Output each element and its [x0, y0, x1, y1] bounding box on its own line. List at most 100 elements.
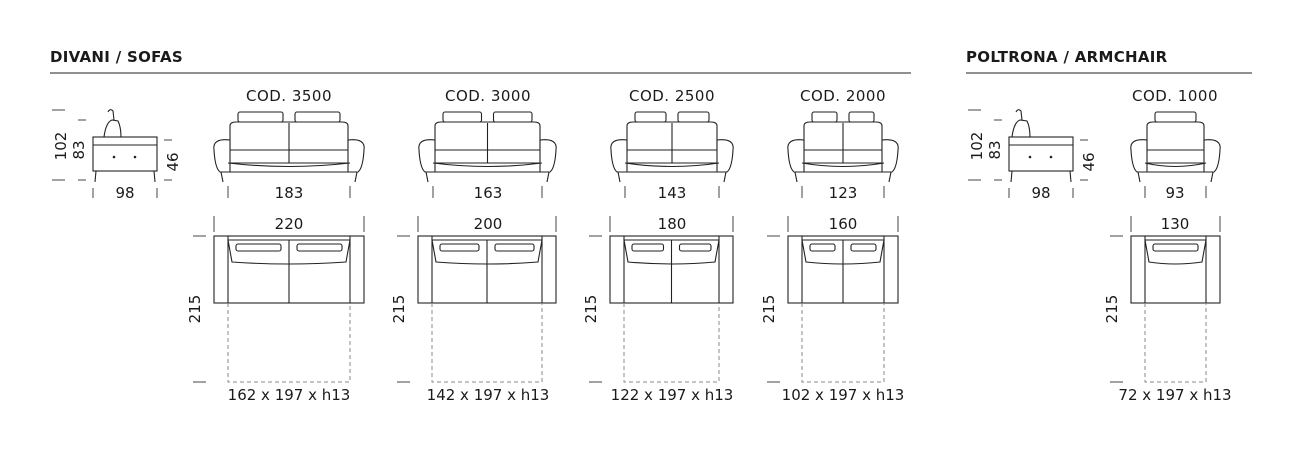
leg	[888, 171, 892, 183]
headrest	[237, 111, 284, 123]
bed-size-label: 142 x 197 x h13	[427, 386, 550, 404]
model-5: COD. 1000	[1110, 87, 1221, 383]
headrest	[634, 111, 667, 123]
front-view	[787, 111, 899, 183]
bed-outline	[227, 303, 351, 383]
leg	[617, 171, 621, 183]
armchair-side-seat-height: 46	[1080, 152, 1098, 171]
front-view	[213, 111, 365, 183]
model-3: COD. 2500	[589, 87, 734, 383]
leg	[1210, 171, 1214, 183]
sofa-side-depth: 98	[115, 184, 134, 202]
model-code: COD. 3000	[445, 87, 531, 105]
total-width-label: 160	[829, 215, 858, 233]
length-label: 215	[1103, 295, 1121, 324]
armchair-side-body	[1008, 136, 1074, 172]
top-view	[213, 235, 365, 304]
model-code: COD. 2500	[629, 87, 715, 105]
seat-cushion	[1144, 149, 1207, 164]
base-curve	[1144, 162, 1207, 168]
leg	[220, 171, 224, 183]
headrest	[1154, 111, 1197, 123]
sofa-side-total-height: 102	[52, 132, 70, 161]
top-backrest	[431, 239, 543, 265]
right-arm	[881, 139, 899, 173]
top-backrest	[623, 239, 720, 265]
top-headrest	[296, 243, 343, 252]
headrest	[848, 111, 875, 123]
bed-size-label: 72 x 197 x h13	[1118, 386, 1231, 404]
sofa-side-body	[92, 136, 158, 172]
base-curve	[227, 162, 351, 168]
top-backrest	[227, 239, 351, 265]
right-arm	[716, 139, 734, 173]
right-arm	[539, 139, 557, 173]
leg	[546, 171, 550, 183]
length-label: 215	[760, 295, 778, 324]
headrest	[294, 111, 341, 123]
backrest	[1146, 121, 1205, 151]
total-width-label: 200	[474, 215, 503, 233]
bed-outline	[431, 303, 543, 383]
length-label: 215	[582, 295, 600, 324]
leg	[425, 171, 429, 183]
headrest	[442, 111, 483, 123]
top-headrest	[439, 243, 480, 252]
model-4: COD. 2000	[767, 87, 899, 383]
front-view	[418, 111, 557, 183]
top-headrest	[235, 243, 282, 252]
model-code: COD. 2000	[800, 87, 886, 105]
leg	[723, 171, 727, 183]
model-2: COD. 3000	[397, 87, 557, 383]
model-code: COD. 1000	[1132, 87, 1218, 105]
sofa-side-seat-height: 46	[164, 152, 182, 171]
left-arm	[418, 139, 436, 173]
base-curve	[432, 162, 543, 168]
headrest	[492, 111, 533, 123]
seat-width-label: 93	[1165, 184, 1184, 202]
base-curve	[801, 162, 885, 168]
armchair-side-back-height: 83	[986, 140, 1004, 159]
seat-width-label: 143	[658, 184, 687, 202]
armchair-side-depth: 98	[1031, 184, 1050, 202]
seat-width-label: 163	[474, 184, 503, 202]
top-headrest	[850, 243, 877, 252]
top-headrest	[1152, 243, 1199, 252]
top-outline	[1130, 235, 1221, 304]
armchair-side-view	[968, 109, 1088, 198]
bed-size-label: 162 x 197 x h13	[228, 386, 351, 404]
sofa-side-back-height: 83	[70, 140, 88, 159]
armchair-side-total-height: 102	[968, 132, 986, 161]
top-backrest	[801, 239, 885, 265]
leg	[794, 171, 798, 183]
left-arm	[1130, 139, 1148, 173]
sofa-side-headrest-post	[107, 109, 115, 121]
top-headrest	[678, 243, 712, 252]
top-view	[609, 235, 734, 304]
top-headrest	[494, 243, 535, 252]
model-code: COD. 3500	[246, 87, 332, 105]
headrest	[677, 111, 710, 123]
total-width-label: 220	[275, 215, 304, 233]
left-arm	[610, 139, 628, 173]
left-arm	[213, 139, 231, 173]
model-1: COD. 3500	[193, 87, 365, 383]
right-arm	[347, 139, 365, 173]
left-arm	[787, 139, 805, 173]
bed-outline	[1144, 303, 1207, 383]
length-label: 215	[390, 295, 408, 324]
bed-size-label: 102 x 197 x h13	[782, 386, 905, 404]
headrest	[811, 111, 838, 123]
bed-size-label: 122 x 197 x h13	[611, 386, 734, 404]
top-view	[417, 235, 557, 304]
top-view	[1130, 235, 1221, 304]
leg	[1137, 171, 1141, 183]
total-width-label: 180	[658, 215, 687, 233]
sofa-side-headrest	[103, 119, 122, 138]
bed-outline	[623, 303, 720, 383]
armchair-section-title: POLTRONA / ARMCHAIR	[966, 48, 1168, 66]
seat-width-label: 183	[275, 184, 304, 202]
top-view	[787, 235, 899, 304]
length-label: 215	[186, 295, 204, 324]
sofas-section-title: DIVANI / SOFAS	[50, 48, 183, 66]
